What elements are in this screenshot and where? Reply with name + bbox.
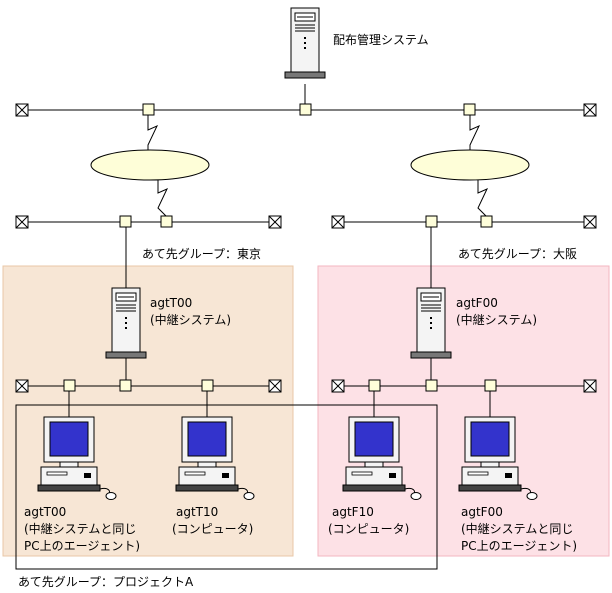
network-cloud-icon [90, 149, 210, 181]
wan-link-osaka [469, 115, 481, 150]
connector-node-icon [484, 379, 497, 392]
terminator-icon-mark [15, 215, 29, 229]
group-area-osaka [317, 265, 610, 557]
server-tower-icon [105, 287, 147, 359]
server-tower-icon [410, 287, 452, 359]
agent-desc-t00: (中継システムと同じ [24, 521, 136, 536]
agent-desc-f10: (コンピュータ) [328, 522, 409, 536]
connector-node-icon [160, 215, 173, 228]
relay-name-tokyo: agtT00 [150, 296, 192, 310]
agent-desc-f00: (中継システムと同じ [461, 521, 573, 536]
network-cloud-icon [410, 149, 530, 181]
connector-node-icon [63, 379, 76, 392]
agent-name-f10: agtF10 [332, 505, 374, 519]
terminator-icon-mark [583, 215, 597, 229]
connector-node-icon [368, 379, 381, 392]
group-label-osaka: あて先グループ：大阪 [458, 247, 577, 261]
wan-link-osaka-lower [477, 180, 489, 217]
agent-name-f00: agtF00 [461, 505, 503, 519]
group-label-project: あて先グループ：プロジェクトA [18, 575, 194, 589]
relay-name-osaka: agtF00 [456, 296, 498, 310]
manager-label: 配布管理システム [333, 32, 429, 47]
terminator-icon-mark [268, 379, 282, 393]
wan-link-tokyo [147, 115, 159, 150]
agent-name-t00: agtT00 [24, 505, 66, 519]
server-tower-icon [284, 7, 326, 79]
connector-node-icon [201, 379, 214, 392]
agent-desc-t10: (コンピュータ) [172, 522, 253, 536]
terminator-icon-mark [15, 103, 29, 117]
wan-link-tokyo-lower [157, 180, 169, 217]
connector-node-icon [142, 103, 155, 116]
terminator-icon-mark [268, 215, 282, 229]
relay-role-tokyo: (中継システム) [150, 312, 231, 327]
group-area-project [15, 404, 438, 570]
agent-desc2-t00: PC上のエージェント) [24, 539, 140, 553]
connector-node-icon [425, 215, 438, 228]
agent-name-t10: agtT10 [176, 505, 218, 519]
agent-desc2-f00: PC上のエージェント) [461, 539, 577, 553]
group-area-tokyo [2, 265, 294, 557]
terminator-icon-mark [583, 103, 597, 117]
connector-node-icon [425, 379, 438, 392]
connector-node-icon [463, 103, 476, 116]
terminator-icon-mark [15, 379, 29, 393]
terminator-icon-mark [331, 379, 345, 393]
relay-role-osaka: (中継システム) [456, 312, 537, 327]
connector-node-icon [480, 215, 493, 228]
terminator-icon-mark [331, 215, 345, 229]
connector-node-icon [119, 379, 132, 392]
group-label-tokyo: あて先グループ：東京 [142, 247, 261, 261]
connector-node-icon [299, 103, 312, 116]
terminator-icon-mark [583, 379, 597, 393]
connector-node-icon [119, 215, 132, 228]
